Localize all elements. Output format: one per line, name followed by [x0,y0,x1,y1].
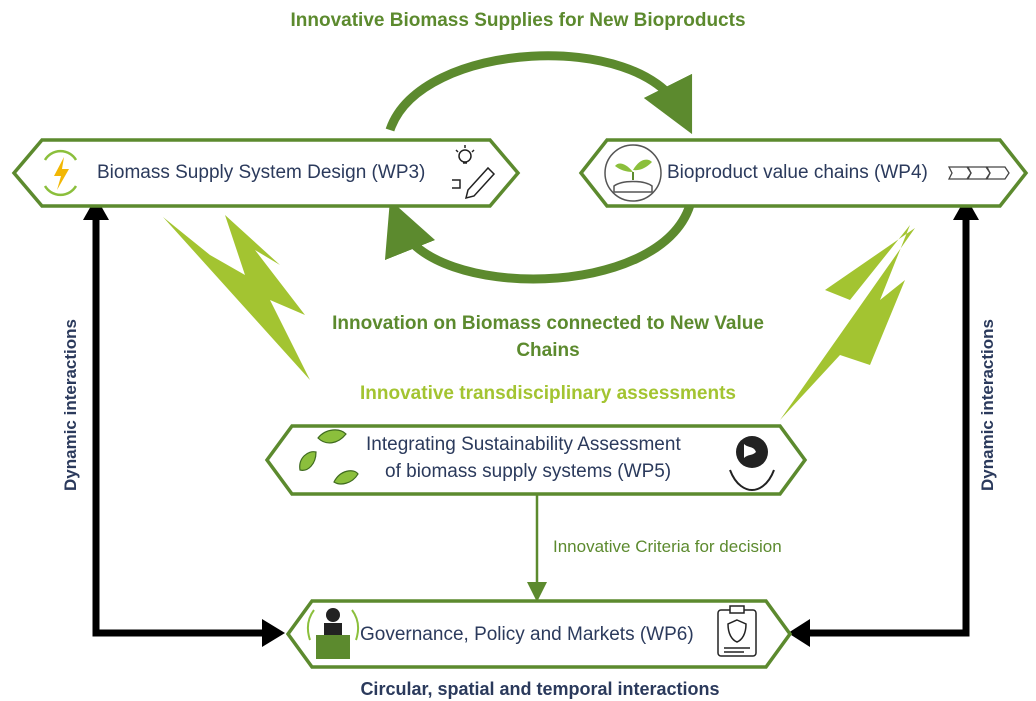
middle-heading-line1: Innovation on Biomass connected to New V… [332,313,764,334]
bottom-curved-arrow [385,199,695,284]
left-lightning-bolt [163,215,310,380]
right-arrowhead-up [953,197,979,220]
wp5-label-line1: Integrating Sustainability Assessment [366,434,681,455]
wp3-box[interactable] [11,138,521,208]
bottom-heading: Circular, spatial and temporal interacti… [360,679,720,699]
hand-plant-icon [604,144,662,202]
top-heading: Innovative Biomass Supplies for New Biop… [290,10,746,31]
criteria-label: Innovative Criteria for decision [553,537,782,556]
left-arrowhead-up [83,197,109,220]
person-laptop-icon [306,608,360,659]
left-dynamic-arrow [92,215,268,637]
wp3-label: Biomass Supply System Design (WP3) [97,162,426,183]
middle-heading-line2: Chains [516,340,580,361]
recycle-leaves-icon [299,429,359,485]
hands-globe-icon [729,436,775,492]
left-side-label: Dynamic interactions [61,319,80,491]
right-arrowhead-left [788,619,810,647]
right-dynamic-arrow [805,215,970,637]
lightning-cycle-icon [43,149,78,197]
wp6-label: Governance, Policy and Markets (WP6) [360,624,694,645]
left-arrowhead-right [262,619,285,647]
wp5-box[interactable] [264,424,808,496]
wp5-label-line2: of biomass supply systems (WP5) [385,461,672,482]
top-curved-arrow [385,51,693,135]
wp4-box[interactable] [578,138,1029,208]
clipboard-shield-icon [717,605,757,657]
chevron-steps-icon [947,166,1010,180]
lightbulb-pencil-icon [452,145,496,200]
wp4-label: Bioproduct value chains (WP4) [667,162,928,183]
assessments-heading: Innovative transdisciplinary assessments [360,383,736,404]
right-side-label: Dynamic interactions [978,319,997,491]
wp6-box[interactable] [285,599,793,669]
